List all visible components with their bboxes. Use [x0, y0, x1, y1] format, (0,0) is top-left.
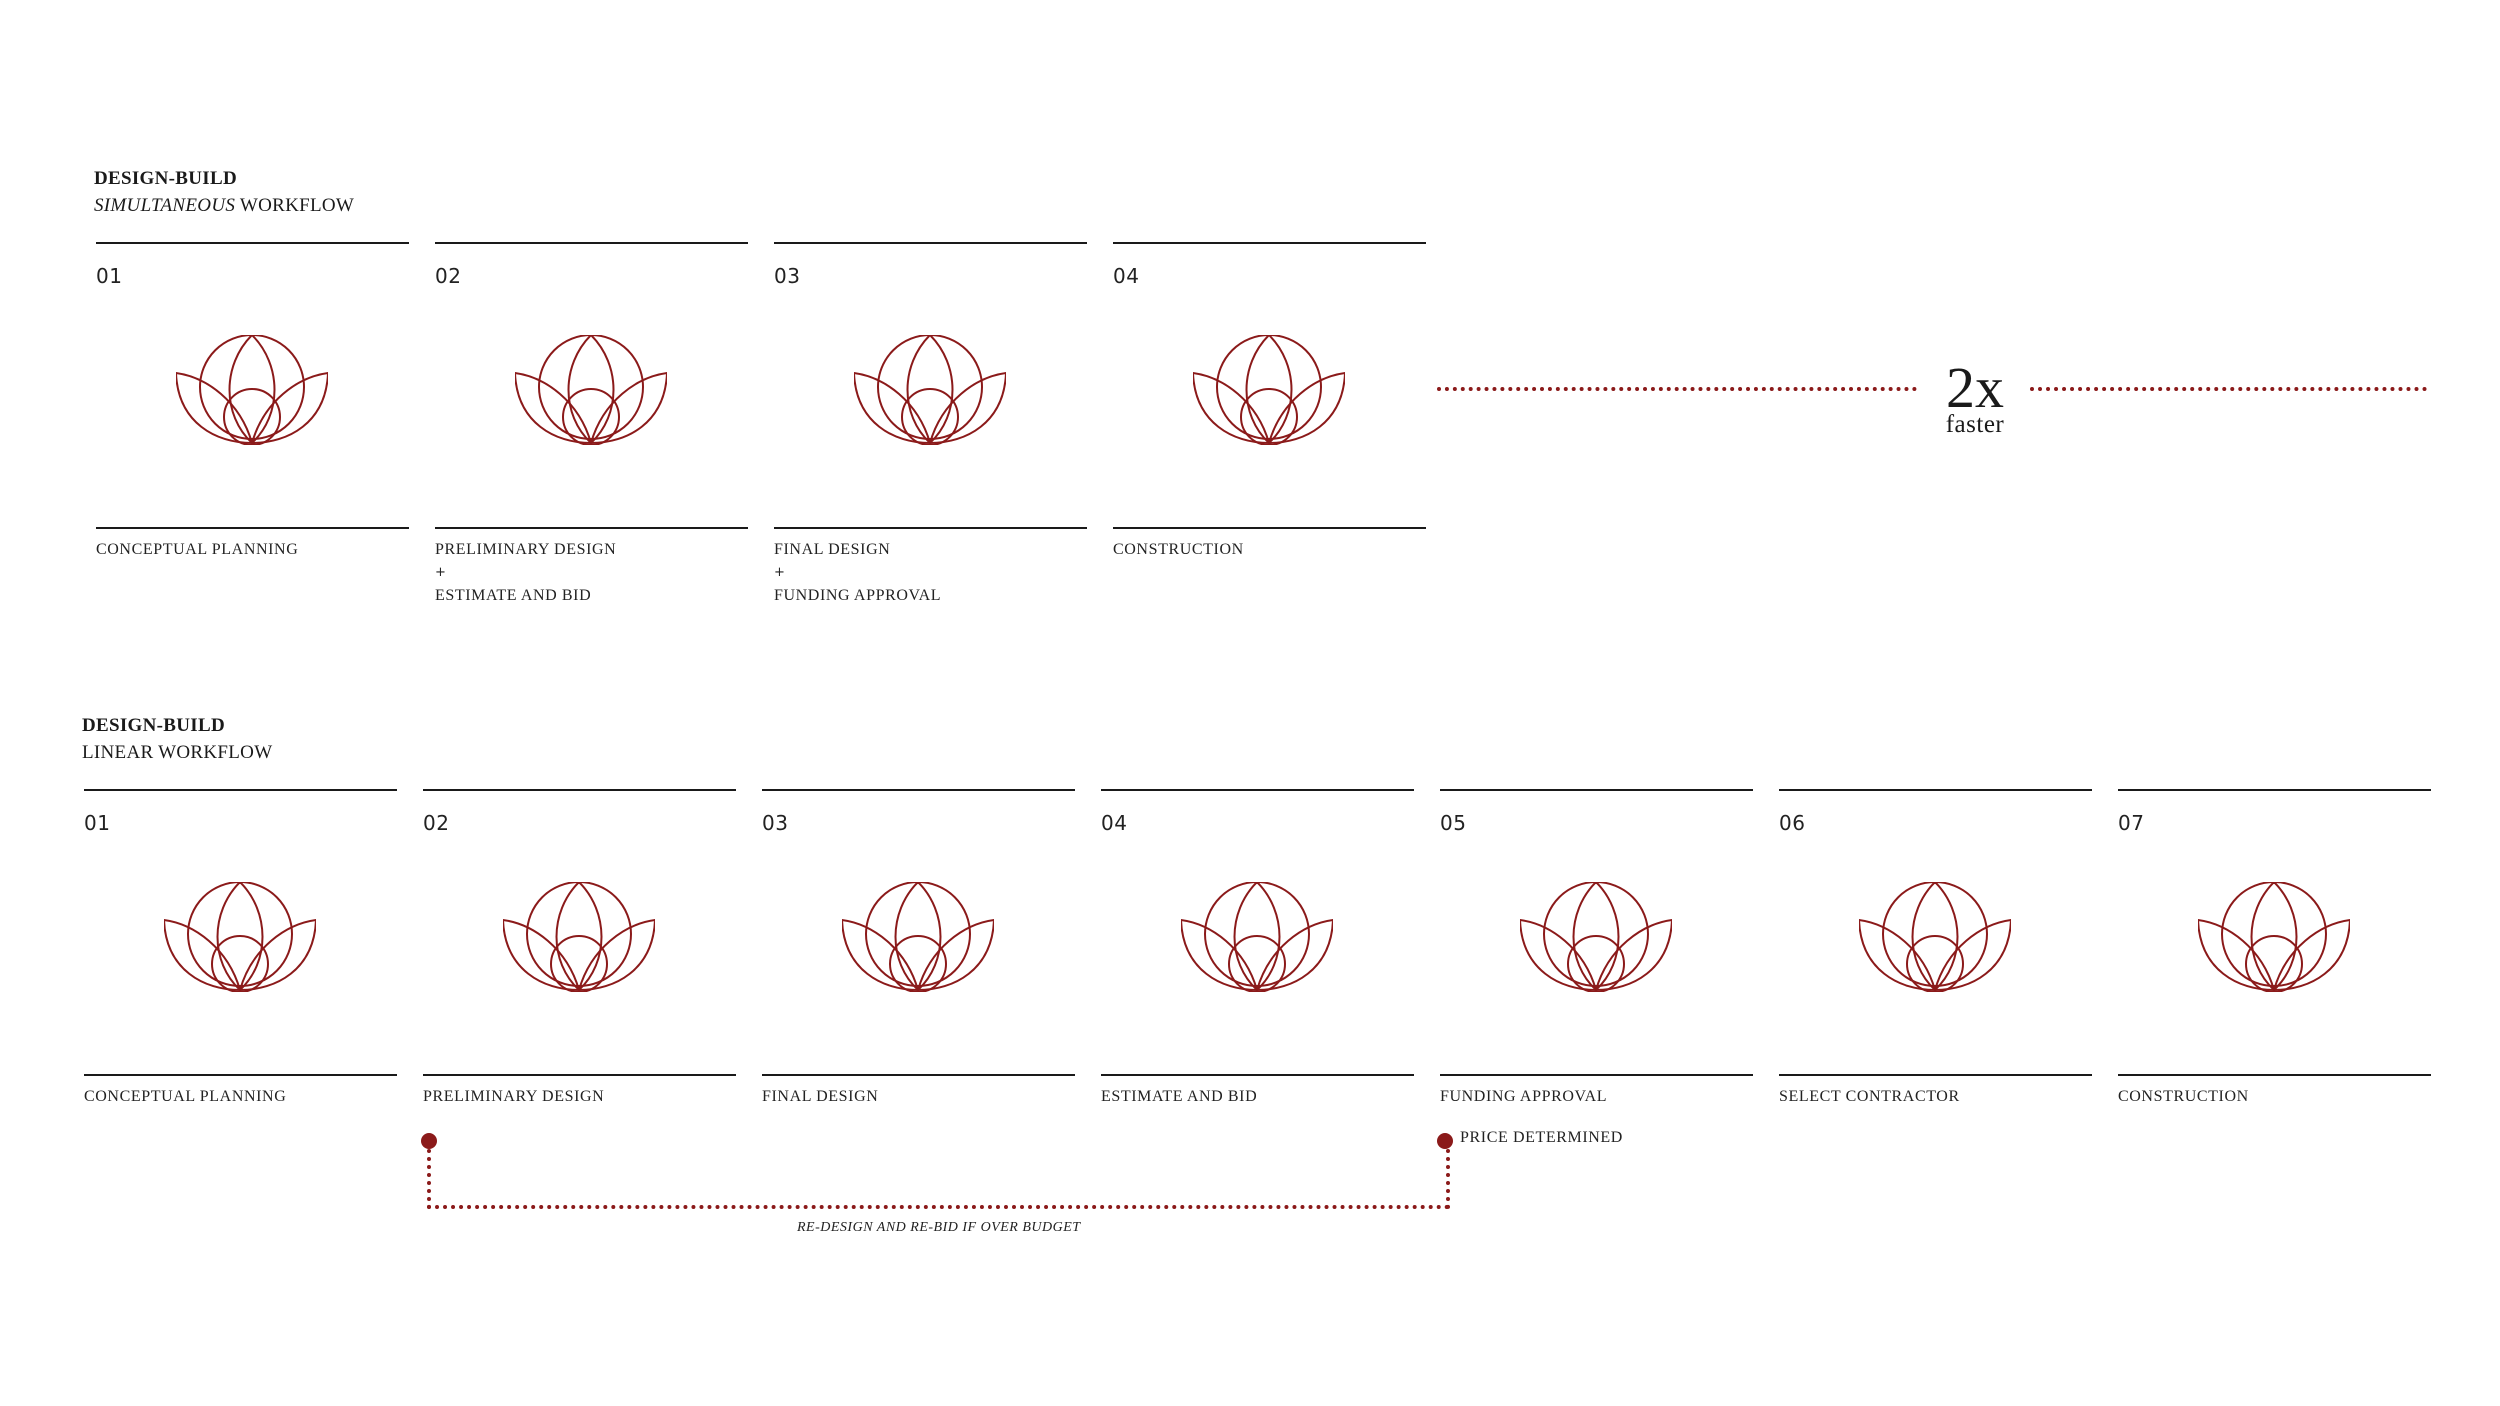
step-number: 05 [1440, 811, 1467, 835]
lotus-icon [852, 333, 1008, 446]
loop-start-dot [421, 1133, 437, 1149]
step-label-line: CONCEPTUAL PLANNING [84, 1088, 287, 1105]
lotus-icon [840, 880, 996, 993]
step-label-line: CONSTRUCTION [1113, 541, 1244, 558]
lotus-icon [1857, 880, 2013, 993]
step-label-line: SELECT CONTRACTOR [1779, 1088, 1960, 1105]
faster-dotted-line-right [2030, 387, 2427, 391]
step-bottom-divider [96, 527, 409, 529]
step-top-divider [1101, 789, 1414, 791]
step-number: 02 [435, 264, 462, 288]
step-label-line: CONCEPTUAL PLANNING [96, 541, 299, 558]
lotus-icon [501, 880, 657, 993]
step-bottom-divider [1440, 1074, 1753, 1076]
faster-label: faster [1945, 411, 2005, 438]
step-label-line: ESTIMATE AND BID [1101, 1088, 1258, 1105]
step-label-line: PRELIMINARY DESIGN [435, 541, 617, 558]
step-label-line: ESTIMATE AND BID [435, 587, 592, 604]
step-top-divider [1779, 789, 2092, 791]
step-05: 05 FUNDING APPROVAL [1440, 789, 1753, 1105]
lotus-icon [1518, 880, 1674, 993]
lotus-icon [2196, 880, 2352, 993]
step-top-divider [774, 242, 1087, 244]
step-top-divider [96, 242, 409, 244]
step-top-divider [1113, 242, 1426, 244]
step-top-divider [435, 242, 748, 244]
price-determined-label: PRICE DETERMINED [1460, 1129, 1623, 1146]
step-number: 03 [774, 264, 801, 288]
step-bottom-divider [1113, 527, 1426, 529]
step-bottom-divider [423, 1074, 736, 1076]
step-label: ESTIMATE AND BID [1101, 1085, 1257, 1109]
step-bottom-divider [1101, 1074, 1414, 1076]
step-label-line: PRELIMINARY DESIGN [423, 1088, 605, 1105]
step-bottom-divider [774, 527, 1087, 529]
step-label-line: FINAL DESIGN [774, 541, 891, 558]
faster-multiplier: 2x [1946, 355, 2004, 420]
lotus-icon [513, 333, 669, 446]
step-label: FUNDING APPROVAL [1440, 1085, 1607, 1109]
step-number: 02 [423, 811, 450, 835]
step-number: 04 [1101, 811, 1128, 835]
linear-subtitle: LINEAR WORKFLOW [82, 742, 273, 763]
step-number: 07 [2118, 811, 2145, 835]
step-label: SELECT CONTRACTOR [1779, 1085, 1960, 1109]
step-02: 02 PRELIMINARY DESIGN + ESTIMATE AND BID [435, 242, 748, 604]
step-top-divider [84, 789, 397, 791]
price-determined-dot [1437, 1133, 1453, 1149]
linear-title: DESIGN-BUILD [82, 715, 225, 736]
step-bottom-divider [1779, 1074, 2092, 1076]
step-07: 07 CONSTRUCTION [2118, 789, 2431, 1105]
simultaneous-subtitle-rest: WORKFLOW [235, 195, 355, 216]
step-01: 01 CONCEPTUAL PLANNING [84, 789, 397, 1105]
faster-dotted-line-left [1437, 387, 1917, 391]
step-03: 03 FINAL DESIGN + FUNDING APPROVAL [774, 242, 1087, 604]
step-01: 01 CONCEPTUAL PLANNING [96, 242, 409, 558]
step-top-divider [762, 789, 1075, 791]
step-number: 01 [96, 264, 123, 288]
faster-badge: 2x faster [1925, 355, 2025, 438]
step-label: FINAL DESIGN + FUNDING APPROVAL [774, 538, 941, 608]
step-label: CONSTRUCTION [1113, 538, 1244, 562]
step-04: 04 ESTIMATE AND BID [1101, 789, 1414, 1105]
step-bottom-divider [84, 1074, 397, 1076]
step-03: 03 FINAL DESIGN [762, 789, 1075, 1105]
lotus-icon [162, 880, 318, 993]
step-02: 02 PRELIMINARY DESIGN [423, 789, 736, 1105]
step-number: 01 [84, 811, 111, 835]
step-number: 06 [1779, 811, 1806, 835]
step-label: PRELIMINARY DESIGN + ESTIMATE AND BID [435, 538, 616, 608]
redesign-loop-connector [427, 1149, 1450, 1209]
step-label-line: FUNDING APPROVAL [1440, 1088, 1608, 1105]
step-bottom-divider [2118, 1074, 2431, 1076]
step-label-plus: + [435, 565, 447, 580]
step-label: FINAL DESIGN [762, 1085, 878, 1109]
simultaneous-subtitle: SIMULTANEOUS WORKFLOW [94, 192, 354, 219]
simultaneous-title: DESIGN-BUILD [94, 168, 237, 189]
step-bottom-divider [435, 527, 748, 529]
linear-header: DESIGN-BUILD LINEAR WORKFLOW [82, 712, 272, 766]
lotus-icon [174, 333, 330, 446]
lotus-icon [1179, 880, 1335, 993]
step-label: PRELIMINARY DESIGN [423, 1085, 604, 1109]
step-number: 03 [762, 811, 789, 835]
step-label-line: FUNDING APPROVAL [774, 587, 942, 604]
step-label: CONSTRUCTION [2118, 1085, 2249, 1109]
step-04: 04 CONSTRUCTION [1113, 242, 1426, 558]
step-label-plus: + [774, 565, 786, 580]
step-label: CONCEPTUAL PLANNING [84, 1085, 286, 1109]
step-top-divider [423, 789, 736, 791]
step-label-line: FINAL DESIGN [762, 1088, 879, 1105]
lotus-icon [1191, 333, 1347, 446]
step-06: 06 SELECT CONTRACTOR [1779, 789, 2092, 1105]
step-label-line: CONSTRUCTION [2118, 1088, 2249, 1105]
step-bottom-divider [762, 1074, 1075, 1076]
step-top-divider [1440, 789, 1753, 791]
redesign-loop-label: RE-DESIGN AND RE-BID IF OVER BUDGET [797, 1220, 1081, 1235]
simultaneous-subtitle-emphasis: SIMULTANEOUS [94, 195, 236, 216]
step-top-divider [2118, 789, 2431, 791]
step-label: CONCEPTUAL PLANNING [96, 538, 298, 562]
step-number: 04 [1113, 264, 1140, 288]
simultaneous-header: DESIGN-BUILD SIMULTANEOUS WORKFLOW [94, 165, 354, 219]
